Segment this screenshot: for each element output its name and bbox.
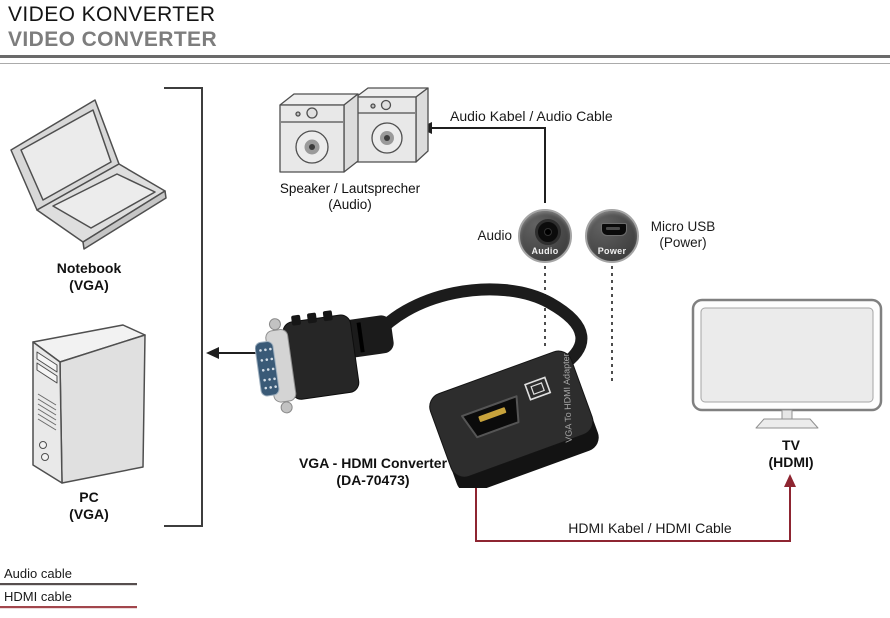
notebook-name: Notebook: [56, 260, 122, 276]
tv-neck: [781, 409, 793, 420]
converter-illustration: VGA To HDMI Adapter: [255, 283, 599, 488]
legend-item-hdmi: HDMI cable: [0, 589, 137, 609]
audio-jack-icon: [535, 219, 561, 245]
pc-button: [39, 441, 47, 449]
converter-name: VGA - HDMI Converter: [298, 455, 448, 471]
vga-arrowhead-icon: [206, 347, 219, 359]
notebook-illustration: [10, 99, 167, 250]
tv-port-type: (HDMI): [768, 454, 814, 470]
micro-usb-icon: [601, 223, 627, 236]
notebook-front-edge: [82, 190, 167, 250]
micro-usb-port-photo: Power: [585, 209, 639, 263]
micro-usb-port-engraving: Power: [597, 246, 627, 256]
micro-usb-label-line2: (Power): [659, 235, 707, 250]
pc-port-type: (VGA): [69, 506, 109, 522]
speaker-knob: [370, 103, 376, 109]
legend-audio-line: [0, 583, 137, 586]
page-title-en: VIDEO CONVERTER: [8, 28, 218, 51]
hdmi-adapter: VGA To HDMI Adapter: [429, 350, 599, 488]
audio-port-photo: Audio: [518, 209, 572, 263]
speaker-side: [415, 87, 429, 163]
legend-audio-label: Audio cable: [4, 566, 72, 581]
vga-screw: [280, 401, 293, 414]
pc-label: PC (VGA): [29, 489, 149, 523]
page-title-de: VIDEO KONVERTER: [8, 3, 216, 26]
hdmi-contacts: [478, 407, 507, 422]
adapter-body-text: VGA To HDMI Adapter: [561, 353, 574, 443]
speaker-name: Speaker / Lautsprecher: [279, 181, 421, 196]
legend-item-audio: Audio cable: [0, 566, 137, 586]
pc-button: [41, 453, 49, 461]
source-bracket-line: [164, 87, 203, 527]
display-icon: [524, 376, 552, 401]
tv-screen: [700, 307, 874, 403]
pc-name: PC: [79, 489, 99, 505]
speaker-knob: [380, 99, 392, 111]
tv-label: TV (HDMI): [731, 437, 851, 471]
audio-cable-label: Audio Kabel / Audio Cable: [450, 108, 613, 124]
pc-side-face: [59, 334, 146, 484]
notebook-label: Notebook (VGA): [29, 260, 149, 294]
tv-name: TV: [782, 437, 800, 453]
hdmi-cable-line: [475, 473, 791, 542]
micro-usb-label-line1: Micro USB: [650, 219, 716, 234]
pc-drive-bay: [36, 362, 58, 384]
notebook-screen: [20, 109, 112, 201]
speaker-illustration: [279, 87, 429, 173]
speaker-port-type: (Audio): [328, 197, 372, 212]
converter-label: VGA - HDMI Converter (DA-70473): [293, 455, 453, 489]
converter-cable: [364, 283, 588, 373]
tv-stand: [755, 418, 819, 429]
tv-illustration: [691, 298, 883, 429]
legend: Audio cable HDMI cable: [0, 566, 137, 609]
hdmi-cable-label: HDMI Kabel / HDMI Cable: [568, 520, 732, 536]
speaker-knob: [295, 111, 301, 117]
audio-cable-line: [430, 127, 546, 203]
vga-connector: [255, 310, 394, 414]
legend-hdmi-line: [0, 606, 137, 609]
speaker-label: Speaker / Lautsprecher (Audio): [270, 181, 430, 213]
micro-usb-port-label: Micro USB (Power): [640, 219, 726, 251]
pc-drive-bay: [36, 351, 58, 373]
speaker-knob: [306, 107, 318, 119]
audio-port-label: Audio: [477, 228, 512, 243]
legend-hdmi-label: HDMI cable: [4, 589, 72, 604]
hdmi-arrowhead-icon: [784, 474, 796, 487]
header-divider: [0, 55, 890, 64]
notebook-port-type: (VGA): [69, 277, 109, 293]
notebook-keyboard: [52, 173, 156, 229]
speaker-side: [343, 93, 359, 173]
vga-screw: [268, 318, 281, 331]
pc-illustration: [32, 324, 146, 484]
audio-port-engraving: Audio: [531, 246, 559, 256]
converter-model: (DA-70473): [336, 472, 410, 488]
